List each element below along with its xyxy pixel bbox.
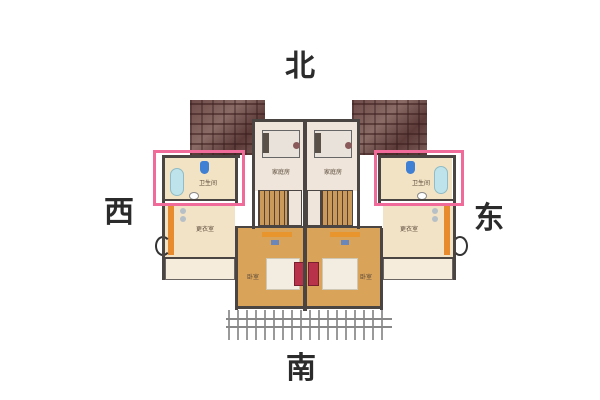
left-bedroom-label: 卧室 bbox=[247, 274, 260, 281]
right-bathroom-label: 卫生间 bbox=[412, 180, 431, 187]
right-dressing-room-label: 更衣室 bbox=[400, 226, 419, 233]
railing-bottom-bar bbox=[226, 326, 392, 328]
right-bedroom-label: 卧室 bbox=[360, 274, 373, 281]
compass-north-label: 北 bbox=[285, 49, 315, 84]
right-dressing-room bbox=[383, 203, 453, 258]
compass-south-label: 南 bbox=[286, 351, 316, 386]
railing-top-bar bbox=[226, 318, 392, 320]
wall bbox=[307, 119, 359, 122]
right-stair-landing bbox=[307, 190, 321, 226]
right-wardrobe bbox=[444, 205, 450, 255]
right-dressing-stool-icon bbox=[432, 208, 438, 214]
left-family-room-label: 家庭房 bbox=[272, 169, 291, 176]
wall bbox=[252, 119, 304, 122]
wall bbox=[378, 155, 456, 158]
left-armchair-icon bbox=[263, 133, 269, 153]
south-balcony-railing bbox=[228, 310, 390, 340]
left-bathroom-highlight bbox=[153, 150, 245, 206]
left-dressing-stool-icon bbox=[180, 208, 186, 214]
left-stair-landing bbox=[288, 190, 302, 226]
right-dressing-stool-icon-2 bbox=[432, 216, 438, 222]
wall bbox=[235, 155, 238, 205]
wall bbox=[165, 199, 237, 201]
right-nightstand-icon bbox=[308, 262, 319, 286]
left-dressing-room bbox=[163, 203, 235, 258]
left-desk-icon bbox=[262, 232, 292, 237]
left-dressing-stool-icon-2 bbox=[180, 216, 186, 222]
left-bathroom-label: 卫生间 bbox=[199, 180, 218, 187]
right-desk-icon bbox=[330, 232, 360, 237]
wall bbox=[357, 119, 360, 229]
right-family-room-label: 家庭房 bbox=[324, 169, 343, 176]
wall bbox=[165, 257, 237, 259]
left-lamp-icon bbox=[293, 142, 300, 149]
wall bbox=[162, 155, 240, 158]
left-bathtub-icon bbox=[170, 168, 184, 196]
wall bbox=[380, 228, 383, 310]
wall bbox=[381, 257, 455, 259]
right-lamp-icon bbox=[345, 142, 352, 149]
right-bathtub-icon bbox=[434, 166, 448, 194]
wall bbox=[252, 119, 255, 229]
right-armchair-icon bbox=[315, 133, 321, 153]
left-dressing-room-label: 更衣室 bbox=[196, 226, 215, 233]
wall bbox=[235, 228, 238, 310]
right-staircase bbox=[321, 190, 353, 226]
wall bbox=[162, 155, 165, 280]
right-side-balcony bbox=[383, 258, 453, 280]
left-wardrobe bbox=[168, 205, 174, 255]
compass-east-label: 东 bbox=[474, 201, 504, 236]
left-staircase bbox=[258, 190, 288, 226]
compass-west-label: 西 bbox=[104, 195, 134, 230]
wall bbox=[380, 199, 455, 201]
left-chair-icon bbox=[271, 240, 279, 245]
party-wall bbox=[303, 119, 307, 311]
south-wall bbox=[235, 306, 383, 309]
right-roof-tiles bbox=[352, 100, 427, 155]
wall bbox=[235, 226, 305, 228]
left-toilet-icon bbox=[200, 161, 209, 174]
right-bed-icon bbox=[322, 258, 358, 290]
wall bbox=[453, 155, 456, 280]
wall bbox=[378, 155, 381, 205]
left-side-balcony bbox=[165, 258, 235, 280]
right-chair-icon bbox=[341, 240, 349, 245]
wall bbox=[307, 226, 382, 228]
right-toilet-icon bbox=[406, 161, 415, 174]
right-bathroom-highlight bbox=[374, 150, 464, 206]
